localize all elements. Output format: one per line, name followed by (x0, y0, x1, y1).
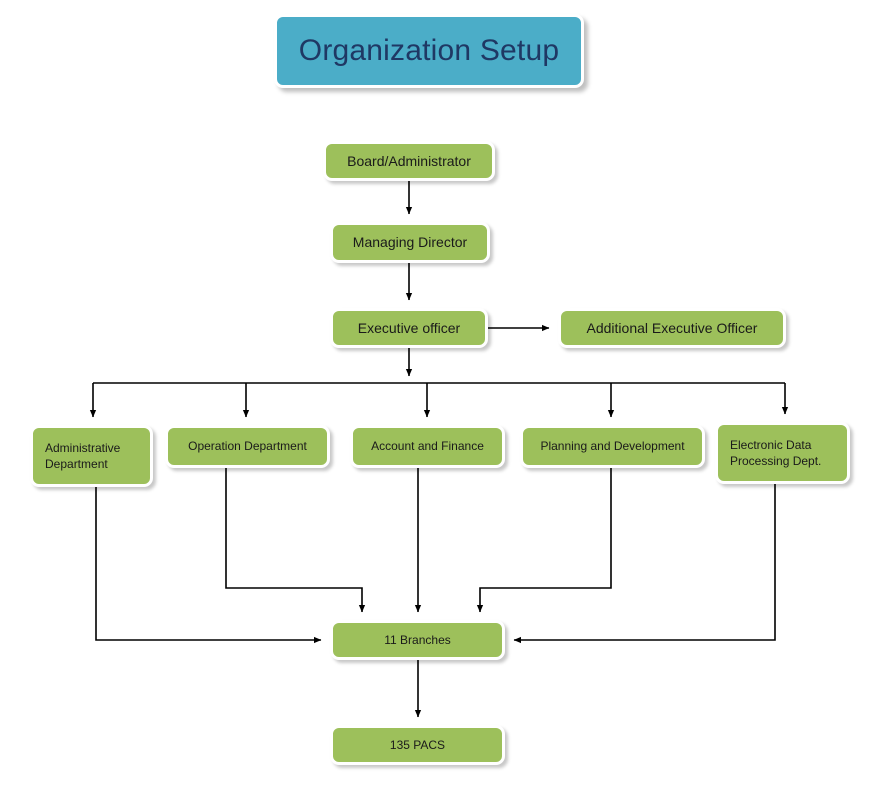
diagram-title-box: Organization Setup (274, 14, 584, 88)
edge-edp-to-branches (513, 484, 776, 644)
node-label-135-pacs: 135 PACS (389, 737, 446, 752)
node-executive-officer[interactable]: Executive officer (330, 308, 488, 348)
node-account-and-finance[interactable]: Account and Finance (350, 425, 505, 468)
node-label-board-administrator: Board/Administrator (347, 152, 471, 169)
edge-admin-to-branches (95, 487, 322, 644)
node-label-account-and-finance: Account and Finance (371, 439, 484, 454)
node-label-executive-officer: Executive officer (357, 319, 461, 336)
node-operation-department[interactable]: Operation Department (165, 425, 330, 468)
diagram-title-text: Organization Setup (298, 34, 560, 67)
node-label-electronic-data-processing-dept: Electronic Data Processing Dept. (730, 437, 822, 468)
node-label-administrative-department: Administrative Department (45, 440, 121, 471)
node-electronic-data-processing-dept[interactable]: Electronic Data Processing Dept. (715, 422, 850, 484)
node-11-branches[interactable]: 11 Branches (330, 620, 505, 660)
node-label-additional-executive-officer: Additional Executive Officer (586, 319, 758, 336)
node-managing-director[interactable]: Managing Director (330, 222, 490, 263)
edge-plan-to-branches (476, 468, 612, 613)
node-label-planning-and-development: Planning and Development (540, 439, 685, 454)
node-label-11-branches: 11 Branches (384, 632, 451, 647)
edge-oper-to-branches (225, 468, 366, 613)
node-label-managing-director: Managing Director (352, 234, 468, 251)
node-board-administrator[interactable]: Board/Administrator (323, 141, 495, 181)
node-135-pacs[interactable]: 135 PACS (330, 725, 505, 765)
node-administrative-department[interactable]: Administrative Department (30, 425, 153, 487)
node-label-operation-department: Operation Department (188, 439, 307, 454)
node-planning-and-development[interactable]: Planning and Development (520, 425, 705, 468)
node-additional-executive-officer[interactable]: Additional Executive Officer (558, 308, 786, 348)
